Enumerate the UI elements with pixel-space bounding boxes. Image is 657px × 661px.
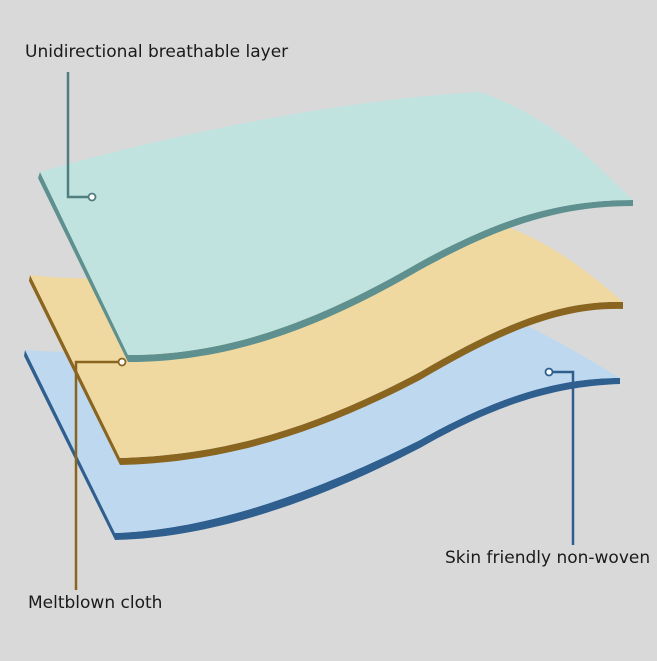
- top-layer-sheet: [40, 92, 633, 355]
- middle-layer-leader: [74, 357, 127, 590]
- top-layer-label: Unidirectional breathable layer: [25, 42, 289, 62]
- top-layer-leader: [66, 72, 97, 202]
- bottom-layer-leader: [544, 367, 575, 545]
- top-layer-breathable: [38, 92, 633, 362]
- middle-layer-label: Meltblown cloth: [28, 593, 163, 613]
- bottom-layer-label: Skin friendly non-woven: [445, 548, 651, 568]
